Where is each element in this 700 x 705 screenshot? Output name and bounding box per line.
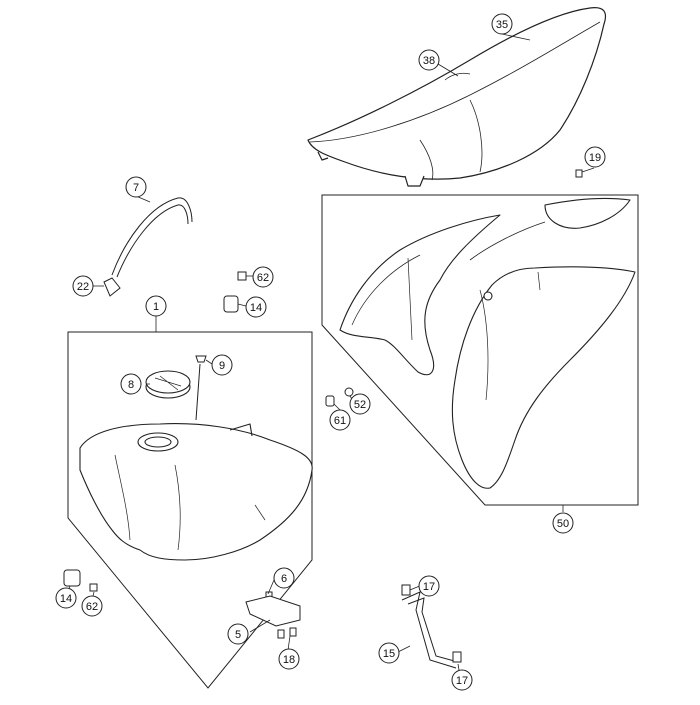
callout-14-lower: 14	[55, 587, 77, 609]
callout-7-label: 7	[133, 182, 139, 194]
callout-52-label: 52	[354, 399, 366, 411]
callouts: 35 38 19 7 22 62 14 1 9 8 61 52 50 6 5 1…	[55, 13, 606, 691]
callout-61-label: 61	[334, 415, 346, 427]
callout-1: 1	[145, 295, 167, 317]
bushing-lower	[63, 569, 98, 592]
callout-17-lower: 17	[451, 669, 473, 691]
screw-61-52	[325, 387, 354, 407]
fuel-cap	[145, 370, 191, 399]
fuel-tank-group-frame	[67, 331, 313, 689]
callout-18-label: 18	[283, 654, 295, 666]
callout-1-label: 1	[153, 301, 159, 313]
callout-35: 35	[491, 13, 513, 35]
callout-62-upper-label: 62	[257, 272, 269, 284]
screw-19	[575, 169, 583, 178]
fuel-line	[401, 584, 462, 669]
callout-18: 18	[278, 648, 300, 670]
callout-62-lower: 62	[81, 595, 103, 617]
fuel-tank	[79, 423, 313, 561]
callout-9: 9	[211, 354, 233, 376]
breather-valve	[195, 355, 207, 421]
callout-8-label: 8	[128, 379, 134, 391]
callout-38: 38	[418, 49, 440, 71]
callout-14-lower-label: 14	[60, 593, 72, 605]
callout-62-upper: 62	[252, 266, 274, 288]
callout-5-label: 5	[235, 629, 241, 641]
callout-5: 5	[227, 623, 249, 645]
fuel-hose	[111, 197, 193, 278]
seat-part	[307, 7, 607, 187]
callout-17-upper: 17	[418, 575, 440, 597]
callout-19: 19	[584, 146, 606, 168]
side-cover-right	[451, 266, 636, 489]
callout-19-label: 19	[589, 152, 601, 164]
callout-6-label: 6	[281, 573, 287, 585]
callout-22: 22	[72, 275, 94, 297]
callout-22-label: 22	[77, 281, 89, 293]
callout-15-label: 15	[383, 648, 395, 660]
fuel-tap	[245, 591, 301, 639]
callout-61: 61	[329, 409, 351, 431]
callout-52: 52	[349, 393, 371, 415]
callout-62-lower-label: 62	[86, 601, 98, 613]
callout-50: 50	[552, 512, 574, 534]
callout-7: 7	[125, 176, 147, 198]
callout-14-upper: 14	[245, 296, 267, 318]
radiator-spoiler-left	[339, 197, 631, 376]
callout-15: 15	[378, 642, 400, 664]
callout-9-label: 9	[219, 360, 225, 372]
callout-14-upper-label: 14	[250, 302, 262, 314]
hose-connector	[103, 277, 121, 297]
callout-17-lower-label: 17	[456, 675, 468, 687]
callout-35-label: 35	[496, 19, 508, 31]
callout-6: 6	[273, 567, 295, 589]
callout-38-label: 38	[423, 55, 435, 67]
side-cover-group-frame	[321, 194, 639, 506]
callout-17-upper-label: 17	[423, 581, 435, 593]
callout-8: 8	[120, 373, 142, 395]
callout-50-label: 50	[557, 518, 569, 530]
bushing-upper	[223, 271, 247, 313]
